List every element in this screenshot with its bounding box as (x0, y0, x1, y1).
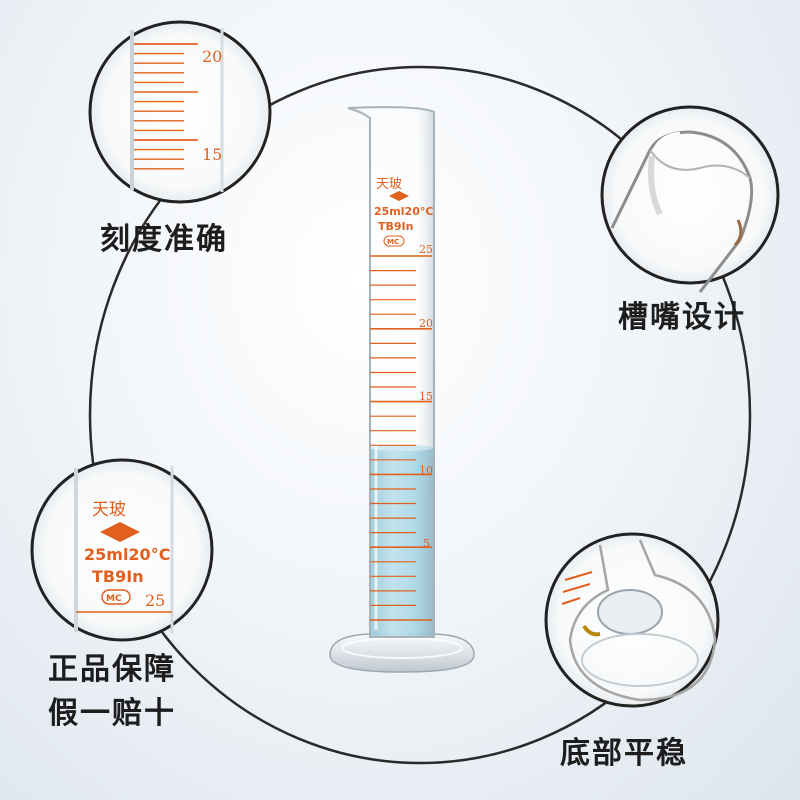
feature-scale-accuracy: 刻度准确 (100, 222, 228, 257)
cylinder-capacity: 25ml20°C (374, 205, 433, 218)
cylinder-scale-5: 5 (423, 537, 430, 550)
cylinder-diamond-logo (389, 191, 409, 201)
cylinder-base (329, 633, 475, 673)
zoom-label-diamond-logo (100, 522, 140, 542)
zoom-circle-scale: 20 15 (88, 20, 272, 204)
cylinder-model: TB9In (378, 220, 413, 233)
zoom-label-mc-mark: MC (106, 594, 122, 604)
zoom-label-top-value: 25 (145, 591, 165, 610)
feature-refund-promise: 假一赔十 (48, 696, 176, 731)
cylinder-scale-10: 10 (419, 464, 433, 477)
zoom-circle-label: 天玻 25ml20°C TB9In MC 25 (30, 458, 214, 642)
graduated-cylinder: 天玻 25ml20°C TB9In MC 25 20 15 10 5 (329, 106, 475, 673)
zoom-circle-base (544, 532, 720, 708)
feature-genuine-guarantee: 正品保障 (48, 652, 176, 687)
cylinder-scale-15: 15 (419, 390, 433, 403)
cylinder-graduations (370, 255, 432, 621)
zoom-scale-label-15: 15 (202, 145, 222, 164)
zoom-scale-ticks (134, 43, 198, 170)
zoom-label-model: TB9In (92, 567, 144, 586)
zoom-circle-spout (600, 105, 780, 293)
cylinder-brand: 天玻 (376, 177, 402, 192)
decorative-ring (88, 65, 752, 765)
zoom-label-capacity: 25ml20°C (84, 545, 170, 564)
cylinder-scale-25: 25 (419, 243, 433, 256)
zoom-label-brand: 天玻 (92, 500, 126, 520)
zoom-scale-label-20: 20 (202, 47, 222, 66)
cylinder-scale-20: 20 (419, 317, 433, 330)
feature-spout-design: 槽嘴设计 (618, 300, 746, 335)
feature-stable-base: 底部平稳 (560, 736, 688, 771)
cylinder-mc-mark: MC (387, 238, 399, 246)
